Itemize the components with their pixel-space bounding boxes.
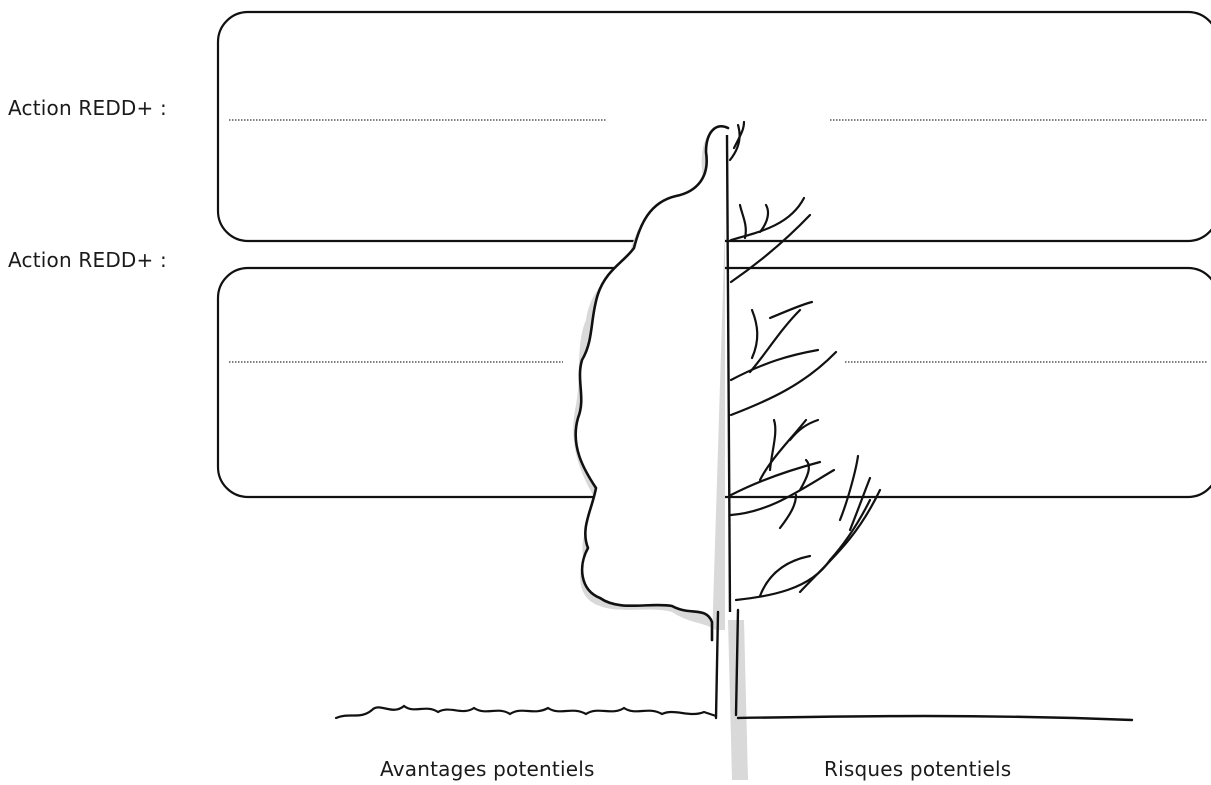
bare-ground bbox=[738, 716, 1132, 720]
bare-branches bbox=[730, 122, 880, 600]
grass-ground bbox=[336, 706, 716, 718]
action-label-2: Action REDD+ : bbox=[8, 248, 167, 272]
action-label-1: Action REDD+ : bbox=[8, 96, 167, 120]
foliage bbox=[576, 126, 728, 640]
risks-caption: Risques potentiels bbox=[824, 757, 1011, 781]
trunk-center-line bbox=[727, 135, 730, 612]
benefits-caption: Avantages potentiels bbox=[380, 757, 595, 781]
